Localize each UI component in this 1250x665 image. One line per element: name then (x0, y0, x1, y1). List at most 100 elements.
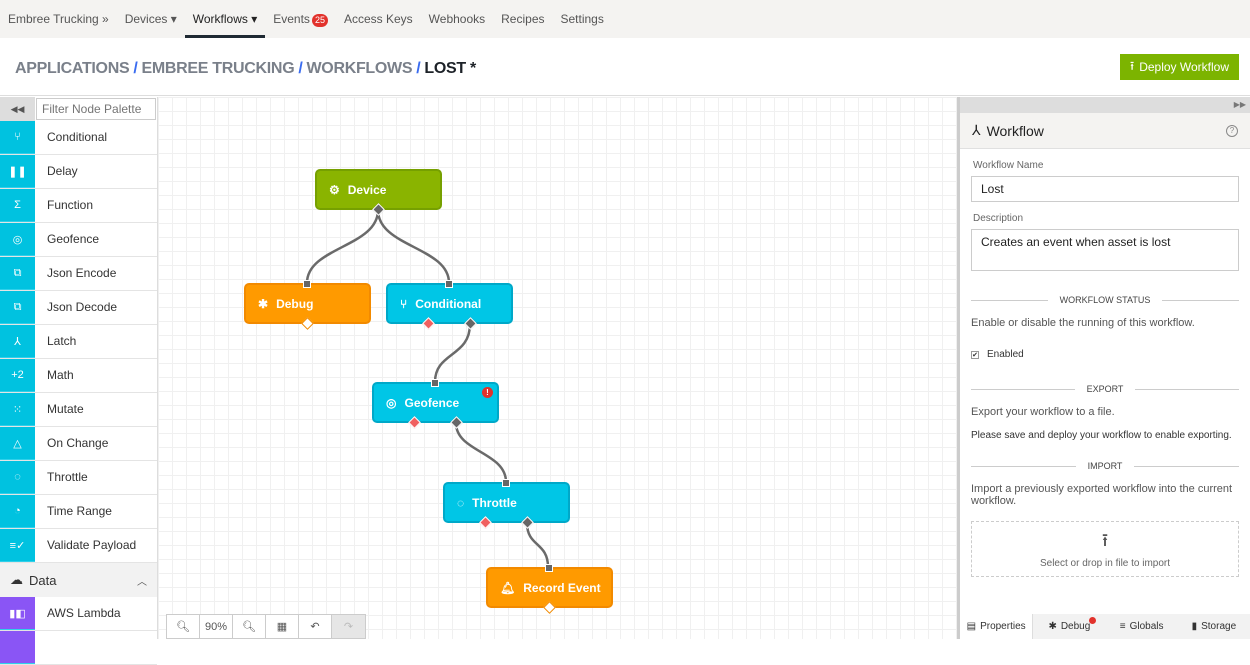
palette-item-label: Conditional (47, 130, 108, 144)
node-label: Geofence (404, 395, 460, 410)
redo-button[interactable]: ↷ (332, 615, 365, 638)
filter-node-palette-input[interactable] (36, 98, 156, 120)
canvas-toolbar: 🔍︎ 90% 🔍︎ ▦ ↶ ↷ (166, 614, 366, 639)
palette-item-time-range[interactable]: ◔Time Range (0, 495, 157, 529)
nav-webhooks[interactable]: Webhooks (428, 12, 486, 26)
palette-item-aws-lambda[interactable]: ▮◧ AWS Lambda (0, 597, 157, 631)
edges (305, 209, 550, 568)
conditional-icon: ⑂ (0, 121, 35, 154)
node-record-event[interactable]: 🔔︎Record Event (486, 564, 613, 614)
tab-debug[interactable]: ✱Debug (1033, 614, 1105, 639)
node-throttle[interactable]: ◌ Throttle (443, 479, 570, 529)
export-heading: EXPORT (971, 384, 1239, 394)
time-range-icon: ◔ (0, 495, 35, 528)
properties-panel: ▶▶ ⅄Workflow? Workflow Name Lost Descrip… (957, 97, 1250, 639)
latch-icon: ⅄ (0, 325, 35, 358)
node-label: Throttle (472, 495, 517, 510)
bell-icon: 🔔︎ (500, 580, 516, 595)
palette-item-more[interactable] (0, 631, 157, 665)
undo-button[interactable]: ↶ (299, 615, 332, 638)
palette-group-data[interactable]: ☁Data︿ (0, 563, 157, 597)
throttle-icon: ◌ (0, 461, 35, 494)
delay-icon: ❚❚ (0, 155, 35, 188)
palette-item-latch[interactable]: ⅄Latch (0, 325, 157, 359)
lambda-icon: ▮◧ (0, 597, 35, 630)
crumb-applications[interactable]: APPLICATIONS (15, 60, 130, 77)
enabled-checkbox[interactable]: ✔Enabled (971, 349, 1239, 360)
nav-settings[interactable]: Settings (560, 12, 604, 26)
export-text: Export your workflow to a file. (971, 406, 1115, 418)
palette-item-label: On Change (47, 436, 109, 450)
events-badge: 25 (311, 14, 328, 27)
zoom-out-button[interactable]: 🔍︎ (167, 615, 200, 638)
upload-icon: ⭱ (1129, 58, 1135, 73)
palette-item-conditional[interactable]: ⑂ Conditional (0, 121, 157, 155)
node-device[interactable]: ⚙Device (315, 169, 442, 216)
node-debug[interactable]: ✱Debug (244, 280, 371, 330)
nav-devices[interactable]: Devices ▾ (124, 12, 177, 26)
crumb-app[interactable]: EMBREE TRUCKING (141, 60, 295, 77)
chevron-up-icon: ︿ (137, 576, 147, 588)
palette-item-function[interactable]: Σ Function (0, 189, 157, 223)
bug-icon: ✱ (258, 296, 269, 311)
palette-item-mutate[interactable]: ⁙Mutate (0, 393, 157, 427)
status-text: Enable or disable the running of this wo… (971, 317, 1195, 329)
workflow-name-input[interactable]: Lost (971, 176, 1239, 202)
palette-item-label: AWS Lambda (47, 606, 121, 620)
palette-item-label: Delay (47, 164, 78, 178)
palette-item-label: Validate Payload (47, 538, 137, 552)
node-geofence[interactable]: ◎Geofence! (372, 379, 499, 429)
import-text: Import a previously exported workflow in… (971, 483, 1233, 507)
zoom-in-button[interactable]: 🔍︎ (233, 615, 266, 638)
workflow-icon: ⅄ (972, 122, 981, 138)
on-change-icon: △ (0, 427, 35, 460)
palette-item-on-change[interactable]: △ On Change (0, 427, 157, 461)
import-heading: IMPORT (971, 461, 1239, 471)
tab-storage[interactable]: ▮Storage (1191, 621, 1237, 632)
function-icon: Σ (0, 189, 35, 222)
palette-item-label: Geofence (47, 232, 100, 246)
nav-workflows[interactable]: Workflows ▾ (184, 0, 266, 38)
palette-item-label: Throttle (47, 470, 88, 484)
debug-alert-icon (1088, 617, 1096, 624)
edge-device-conditional (376, 209, 451, 284)
import-dropzone[interactable]: ⭱Select or drop in file to import (971, 521, 1239, 577)
help-icon[interactable]: ? (1226, 124, 1238, 137)
palette-item-label: Function (47, 198, 94, 212)
palette-item-validate-payload[interactable]: ≡✓ Validate Payload (0, 529, 157, 563)
workflow-canvas[interactable]: ⚙Device ✱Debug ⑂Conditional ◎Geofence! ◌… (158, 97, 957, 639)
throttle-icon: ◌ (457, 495, 465, 510)
enabled-label: Enabled (987, 349, 1024, 360)
grid-toggle-button[interactable]: ▦ (266, 615, 299, 638)
palette-item-json-decode[interactable]: ⧉Json Decode (0, 291, 157, 325)
palette-item-label: Mutate (47, 402, 84, 416)
crumb-workflows[interactable]: WORKFLOWS (306, 60, 413, 77)
validate-payload-icon: ≡✓ (0, 529, 35, 562)
nav-access-keys[interactable]: Access Keys (343, 12, 413, 26)
node-conditional[interactable]: ⑂Conditional (386, 280, 513, 330)
collapse-panel-button[interactable]: ▶▶ (960, 97, 1250, 113)
storage-icon: ▮ (1191, 621, 1198, 632)
nav-recipes[interactable]: Recipes (501, 12, 545, 26)
palette-item-throttle[interactable]: ◌ Throttle (0, 461, 157, 495)
palette-item-delay[interactable]: ❚❚ Delay (0, 155, 157, 189)
palette-item-json-encode[interactable]: ⧉Json Encode (0, 257, 157, 291)
chip-icon: ⚙ (329, 182, 340, 197)
crumb-sep: / (133, 60, 138, 77)
collapse-palette-button[interactable]: ◀◀ (0, 97, 35, 121)
panel-tabs: ▤Properties ✱Debug ≡Globals ▮Storage (960, 614, 1250, 639)
tab-properties[interactable]: ▤Properties (960, 614, 1034, 639)
drop-text: Select or drop in file to import (1039, 558, 1171, 569)
palette-item-geofence[interactable]: ◎Geofence (0, 223, 157, 257)
description-textarea[interactable]: Creates an event when asset is lost (971, 229, 1239, 271)
page-title: LOST * (424, 60, 476, 77)
crumb-sep: / (416, 60, 421, 77)
list-icon: ≡ (1119, 621, 1126, 632)
deploy-workflow-button[interactable]: ⭱Deploy Workflow (1120, 54, 1239, 80)
panel-title: Workflow (986, 122, 1044, 139)
nav-app[interactable]: Embree Trucking » (8, 12, 109, 26)
tab-globals[interactable]: ≡Globals (1119, 621, 1164, 632)
